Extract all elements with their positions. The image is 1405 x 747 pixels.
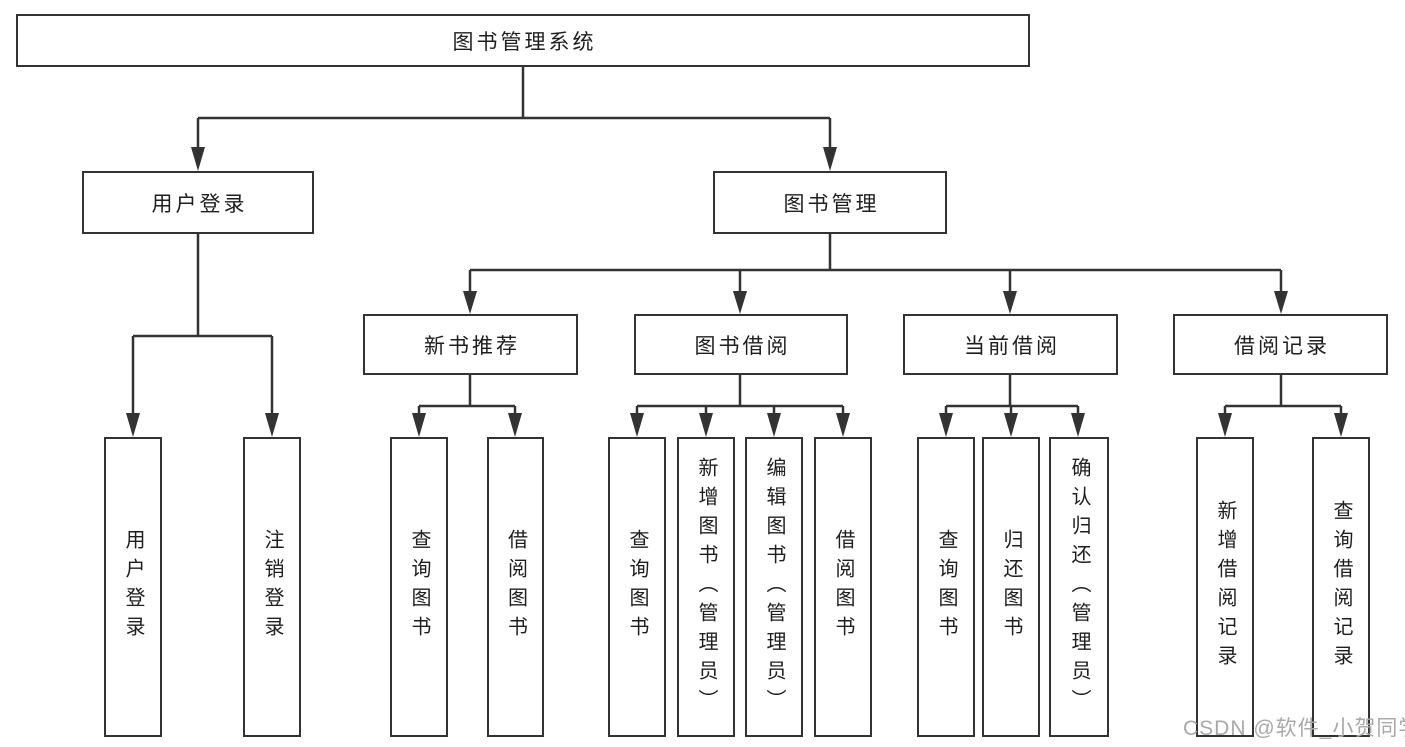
leaf-query-books-borrowing: 查询图书 [608,437,666,737]
node-new-book-recommend: 新书推荐 [363,314,578,375]
node-library-management-system: 图书管理系统 [16,14,1030,67]
leaf-logout-login: 注销登录 [243,437,301,737]
leaf-query-books-recommend: 查询图书 [390,437,448,737]
leaf-add-books-admin: 新增图书（管理员） [677,437,735,737]
leaf-borrow-books-recommend: 借阅图书 [487,437,544,737]
leaf-edit-books-admin: 编辑图书（管理员） [745,437,803,737]
node-current-borrowing: 当前借阅 [903,314,1118,375]
leaf-add-borrow-record: 新增借阅记录 [1196,437,1254,737]
leaf-user-login: 用户登录 [104,437,162,737]
leaf-query-books-current: 查询图书 [917,437,975,737]
csdn-watermark: CSDN @软件_小贺同学 [1183,717,1405,740]
leaf-borrow-books-borrowing: 借阅图书 [814,437,872,737]
node-book-borrowing: 图书借阅 [634,314,848,375]
node-borrowing-records: 借阅记录 [1173,314,1388,375]
node-user-login: 用户登录 [82,171,314,234]
leaf-confirm-return-admin: 确认归还（管理员） [1049,437,1109,737]
leaf-return-books: 归还图书 [982,437,1040,737]
node-book-management: 图书管理 [713,171,947,234]
leaf-query-borrow-record: 查询借阅记录 [1312,437,1370,737]
